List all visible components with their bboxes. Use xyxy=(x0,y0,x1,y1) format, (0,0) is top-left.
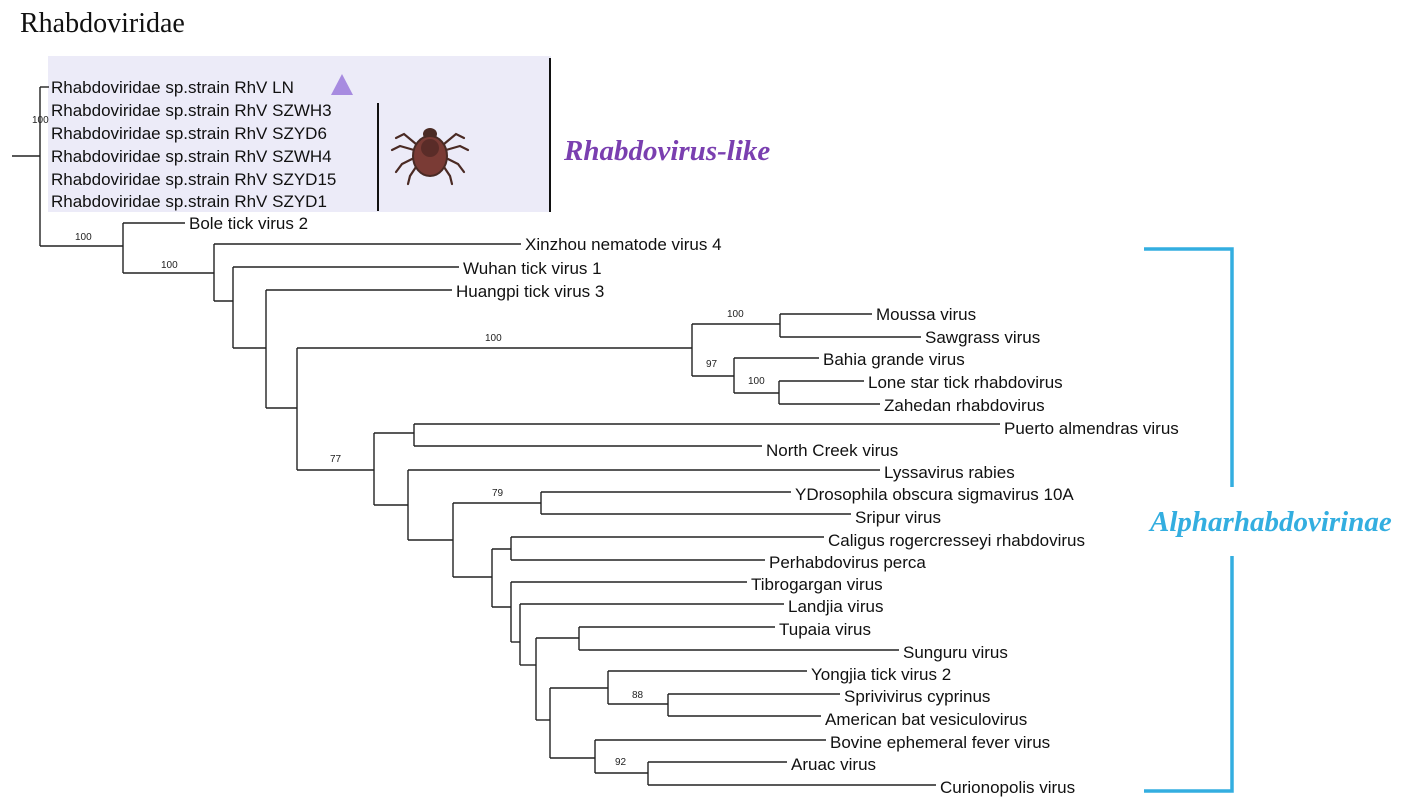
leaf-label: Sawgrass virus xyxy=(925,328,1040,347)
alpharhabdovirinae-bracket xyxy=(1144,247,1234,793)
leaf-label: North Creek virus xyxy=(766,441,898,460)
figure-title: Rhabdoviridae xyxy=(20,8,185,39)
support-value: 100 xyxy=(161,260,178,271)
support-value: 79 xyxy=(492,488,504,499)
leaf-label: Bovine ephemeral fever virus xyxy=(830,733,1050,752)
leaf-label: Huangpi tick virus 3 xyxy=(456,282,604,301)
support-values: 100 100 100 100 100 97 100 77 79 88 92 xyxy=(32,115,765,768)
leaf-label: Rhabdoviridae sp.strain RhV SZYD15 xyxy=(51,170,336,189)
leaf-label: Moussa virus xyxy=(876,305,976,324)
support-value: 100 xyxy=(32,115,49,126)
support-value: 100 xyxy=(727,309,744,320)
tick-icon xyxy=(390,128,470,186)
leaf-label: Yongjia tick virus 2 xyxy=(811,665,951,684)
leaf-label: Sprivivirus cyprinus xyxy=(844,687,990,706)
leaf-label: Lone star tick rhabdovirus xyxy=(868,373,1063,392)
leaf-label: Rhabdoviridae sp.strain RhV SZWH3 xyxy=(51,101,332,120)
support-value: 100 xyxy=(75,232,92,243)
rhabdovirus-like-highlight-box xyxy=(48,56,551,212)
support-value: 100 xyxy=(748,376,765,387)
support-value: 92 xyxy=(615,757,627,768)
clade-label-rhabdovirus-like: Rhabdovirus-like xyxy=(563,135,770,167)
leaf-label: Bole tick virus 2 xyxy=(189,214,308,233)
support-value: 88 xyxy=(632,690,644,701)
leaf-label: Rhabdoviridae sp.strain RhV LN xyxy=(51,78,294,97)
tree-branches xyxy=(12,86,1000,786)
leaf-label: Sripur virus xyxy=(855,508,941,527)
leaf-label: Lyssavirus rabies xyxy=(884,463,1015,482)
leaf-label: Tibrogargan virus xyxy=(751,575,883,594)
leaf-label: Wuhan tick virus 1 xyxy=(463,259,602,278)
support-value: 97 xyxy=(706,359,718,370)
leaf-label: Landjia virus xyxy=(788,597,883,616)
support-value: 100 xyxy=(485,333,502,344)
leaf-label: Rhabdoviridae sp.strain RhV SZYD6 xyxy=(51,124,327,143)
leaf-label: Zahedan rhabdovirus xyxy=(884,396,1045,415)
leaf-label: Rhabdoviridae sp.strain RhV SZYD1 xyxy=(51,192,327,211)
leaf-label: Tupaia virus xyxy=(779,620,871,639)
leaf-label: Aruac virus xyxy=(791,755,876,774)
leaf-label: YDrosophila obscura sigmavirus 10A xyxy=(795,485,1074,504)
leaf-label: Xinzhou nematode virus 4 xyxy=(525,235,722,254)
leaf-label: American bat vesiculovirus xyxy=(825,710,1027,729)
leaf-label: Bahia grande virus xyxy=(823,350,965,369)
support-value: 77 xyxy=(330,454,342,465)
leaf-label: Puerto almendras virus xyxy=(1004,419,1179,438)
leaf-label: Sunguru virus xyxy=(903,643,1008,662)
clade-label-alpharhabdovirinae: Alpharhabdovirinae xyxy=(1148,506,1392,538)
leaf-label: Curionopolis virus xyxy=(940,778,1075,797)
leaf-label: Rhabdoviridae sp.strain RhV SZWH4 xyxy=(51,147,332,166)
triangle-marker-icon xyxy=(331,74,353,95)
leaf-label: Perhabdovirus perca xyxy=(769,553,926,572)
leaf-labels: Rhabdoviridae sp.strain RhV LN Rhabdovir… xyxy=(51,78,1179,797)
leaf-label: Caligus rogercresseyi rhabdovirus xyxy=(828,531,1085,550)
